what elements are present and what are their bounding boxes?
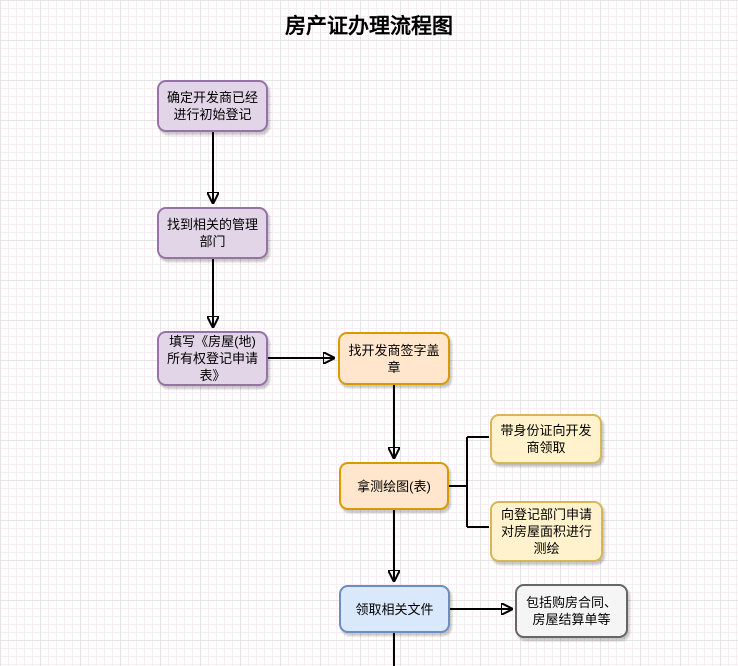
node-get-from-developer-with-id: 带身份证向开发 商领取	[490, 414, 602, 464]
node-get-survey-map: 拿测绘图(表)	[339, 462, 449, 510]
node-fill-ownership-application: 填写《房屋(地) 所有权登记申请 表》	[157, 331, 268, 386]
diagram-title: 房产证办理流程图	[285, 15, 453, 38]
connector-survey-branch	[448, 436, 489, 528]
node-documents-note: 包括购房合同、 房屋结算单等	[515, 584, 628, 638]
node-receive-documents: 领取相关文件	[339, 585, 450, 633]
node-find-management-department: 找到相关的管理 部门	[157, 207, 268, 259]
node-developer-sign-seal: 找开发商签字盖 章	[338, 332, 450, 385]
node-confirm-initial-registration: 确定开发商已经 进行初始登记	[157, 80, 268, 132]
node-apply-area-survey: 向登记部门申请 对房屋面积进行 测绘	[490, 501, 603, 562]
